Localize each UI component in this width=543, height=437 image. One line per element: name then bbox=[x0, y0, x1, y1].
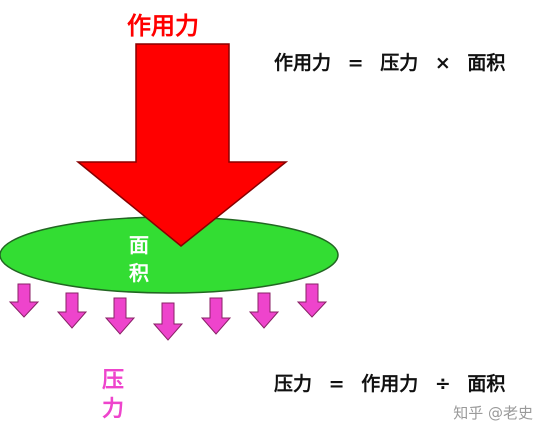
pressure-arrow bbox=[248, 292, 280, 329]
pressure-arrows bbox=[8, 283, 328, 341]
divide-sign: ÷ bbox=[434, 373, 451, 395]
pressure-arrow bbox=[8, 283, 40, 318]
formula-term: 作用力 bbox=[361, 373, 419, 395]
force-label: 作用力 bbox=[127, 12, 199, 40]
pressure-arrow bbox=[104, 297, 136, 335]
formula-term: 面积 bbox=[467, 373, 506, 395]
multiply-sign: × bbox=[434, 52, 451, 74]
pressure-arrow bbox=[296, 283, 328, 318]
watermark: 知乎 @老史 bbox=[453, 404, 533, 422]
pressure-arrow bbox=[152, 302, 184, 341]
formula-term: 压力 bbox=[380, 52, 419, 74]
formula-pressure-equals-force-divided-by-area: 压力 = 作用力 ÷ 面积 bbox=[274, 369, 505, 396]
formula-term: 压力 bbox=[274, 373, 313, 395]
pressure-label-top: 压 bbox=[102, 368, 124, 393]
force-arrow bbox=[75, 43, 289, 247]
pressure-arrow bbox=[56, 292, 88, 329]
pressure-label-bottom: 力 bbox=[102, 397, 124, 422]
pressure-arrow bbox=[200, 297, 232, 335]
equals-sign: = bbox=[347, 52, 364, 74]
area-label-top: 面 bbox=[129, 233, 149, 257]
formula-term: 面积 bbox=[467, 52, 506, 74]
formula-force-equals-pressure-times-area: 作用力 = 压力 × 面积 bbox=[274, 48, 505, 75]
equals-sign: = bbox=[328, 373, 345, 395]
formula-term: 作用力 bbox=[274, 52, 332, 74]
area-label-bottom: 积 bbox=[129, 261, 149, 285]
